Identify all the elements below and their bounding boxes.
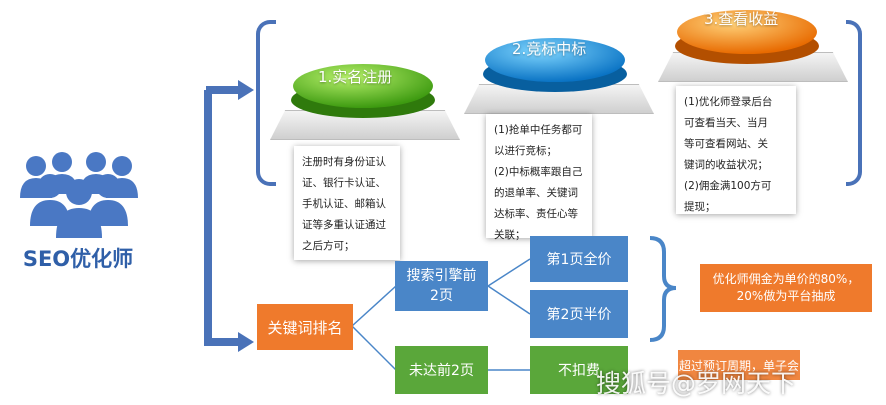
- step2-label: 2.竞标中标: [512, 40, 587, 58]
- step1-line3: 手机认证、邮箱认: [302, 198, 386, 210]
- page2-half-price: 第2页半价: [530, 290, 628, 338]
- step3-line6: 提现；: [684, 201, 716, 213]
- step2-line6: 关联；: [494, 229, 526, 241]
- steps-right-bracket: [846, 20, 862, 186]
- people-group-icon: [14, 150, 144, 240]
- root-keyword-ranking: 关键词排名: [257, 304, 353, 350]
- step1-line5: 之后方可；: [302, 240, 355, 252]
- step1-line2: 证、银行卡认证、: [302, 177, 386, 189]
- step3-line3: 等可查看网站、关: [684, 138, 768, 150]
- step3-line1: (1)优化师登录后台: [684, 96, 773, 108]
- overdue-note: 超过预订周期，单子会: [678, 350, 800, 380]
- step2-line4: 的退单率、关键词: [494, 187, 578, 199]
- step1-card: 注册时有身份证认 证、银行卡认证、 手机认证、邮箱认 证等多重认证通过 之后方可…: [294, 146, 400, 260]
- step2-line2: 以进行竞标；: [494, 145, 557, 157]
- not-top2-box: 未达前2页: [395, 346, 488, 394]
- steps-left-bracket: [256, 20, 276, 186]
- watermark: 搜狐号@罗网天下: [596, 369, 797, 398]
- step2-card: (1)抢单中任务都可 以进行竞标； (2)中标概率跟自己 的退单率、关键词 达标…: [486, 114, 592, 241]
- commission-note: 优化师佣金为单价的80%，20%做为平台抽成: [700, 264, 872, 312]
- step1-button-icon: [288, 60, 438, 120]
- step3-line5: (2)佣金满100方可: [684, 180, 772, 192]
- step1-line1: 注册时有身份证认: [302, 156, 386, 168]
- step2-line1: (1)抢单中任务都可: [494, 124, 583, 136]
- step3-line2: 可查看当天、当月: [684, 117, 768, 129]
- top2-pages-box: 搜索引擎前2页: [395, 261, 488, 311]
- step3-line4: 键词的收益状况；: [684, 159, 768, 171]
- step2-line3: (2)中标概率跟自己: [494, 166, 583, 178]
- step3-card: (1)优化师登录后台 可查看当天、当月 等可查看网站、关 键词的收益状况； (2…: [676, 86, 796, 214]
- step1-label: 1.实名注册: [318, 68, 393, 86]
- step2-button-icon: [480, 34, 630, 94]
- step3-button-icon: [672, 6, 822, 66]
- role-label: SEO优化师: [22, 247, 134, 271]
- connector-arrows: [204, 80, 254, 352]
- step3-label: 3.查看收益: [704, 10, 779, 28]
- step2-line5: 达标率、责任心等: [494, 208, 578, 220]
- step1-line4: 证等多重认证通过: [302, 219, 386, 231]
- page1-full-price: 第1页全价: [530, 236, 628, 282]
- no-fee-box: 不扣费: [530, 346, 628, 394]
